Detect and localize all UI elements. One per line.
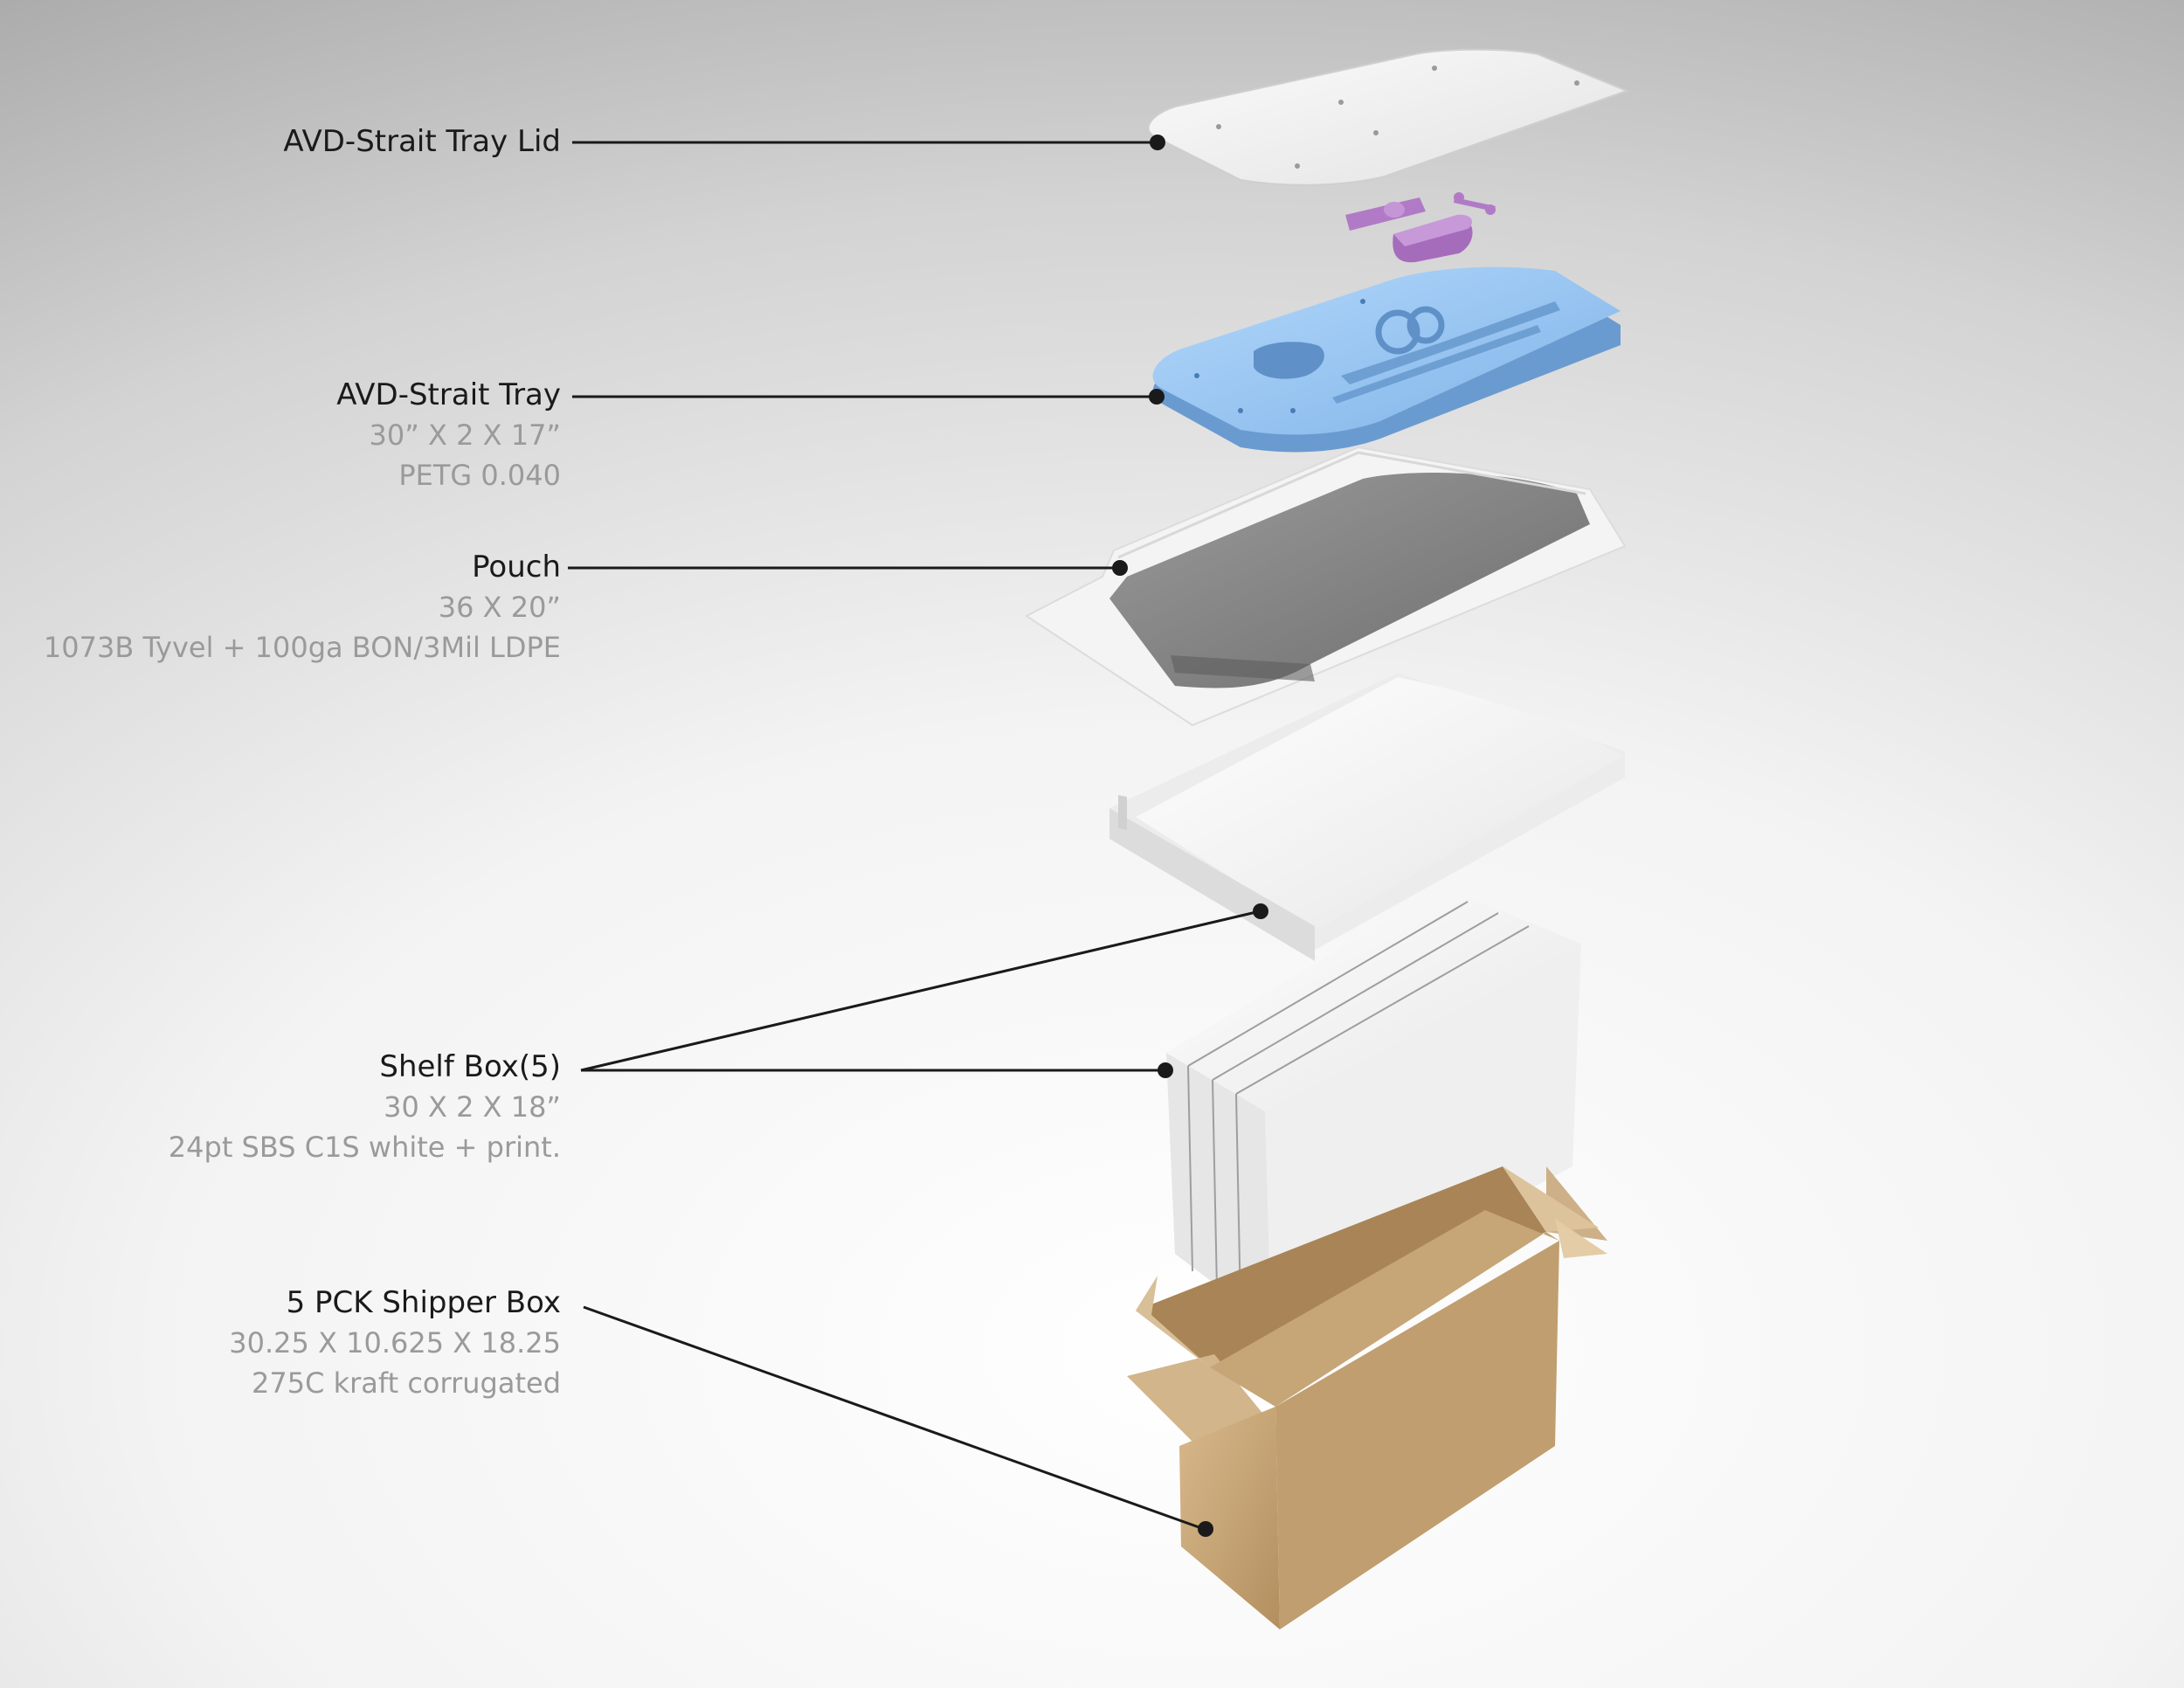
pouch-name: Pouch (472, 550, 561, 585)
shipper-callout: 5 PCK Shipper Box 30.25 X 10.625 X 18.25… (229, 1283, 561, 1403)
shelf-box-leader-dot-lower (1158, 1062, 1173, 1078)
shipper-leader-line (583, 1305, 1205, 1531)
tray-lid-illustration (1147, 48, 1629, 186)
tray-callout: AVD-Strait Tray 30” X 2 X 17” PETG 0.040 (336, 375, 561, 495)
shipper-name: 5 PCK Shipper Box (286, 1285, 561, 1320)
tray-dimensions: 30” X 2 X 17” (369, 419, 561, 452)
tray-name: AVD-Strait Tray (336, 377, 561, 412)
pouch-dimensions: 36 X 20” (438, 591, 561, 624)
tray-leader-dot (1149, 389, 1165, 405)
shipper-material: 275C kraft corrugated (252, 1366, 561, 1400)
pouch-callout: Pouch 36 X 20” 1073B Tyvel + 100ga BON/3… (44, 547, 561, 668)
shelf-box-lid-illustration (1109, 673, 1625, 961)
tray-material: PETG 0.040 (398, 459, 561, 492)
shipper-dimensions: 30.25 X 10.625 X 18.25 (229, 1326, 561, 1359)
pouch-material: 1073B Tyvel + 100ga BON/3Mil LDPE (43, 631, 561, 664)
shelf-box-dimensions: 30 X 2 X 18” (384, 1090, 561, 1124)
lid-name: AVD-Strait Tray Lid (283, 124, 561, 159)
blue-tray-illustration (1152, 266, 1621, 453)
shelf-box-name: Shelf Box(5) (379, 1049, 561, 1084)
lid-callout: AVD-Strait Tray Lid (283, 121, 561, 162)
pouch-illustration (1025, 446, 1627, 727)
shelf-box-leader-line-upper (580, 910, 1261, 1072)
lid-leader-dot (1150, 135, 1165, 150)
shipper-leader-dot (1198, 1521, 1213, 1537)
purple-inserts-illustration (1345, 192, 1496, 263)
shipper-box-illustration (1127, 1166, 1607, 1629)
shelf-box-callout: Shelf Box(5) 30 X 2 X 18” 24pt SBS C1S w… (169, 1047, 561, 1167)
shelf-box-material: 24pt SBS C1S white + print. (168, 1131, 561, 1164)
shelf-box-leader-dot-upper (1253, 903, 1268, 919)
leader-lines (568, 135, 1268, 1537)
pouch-leader-dot (1112, 560, 1128, 576)
